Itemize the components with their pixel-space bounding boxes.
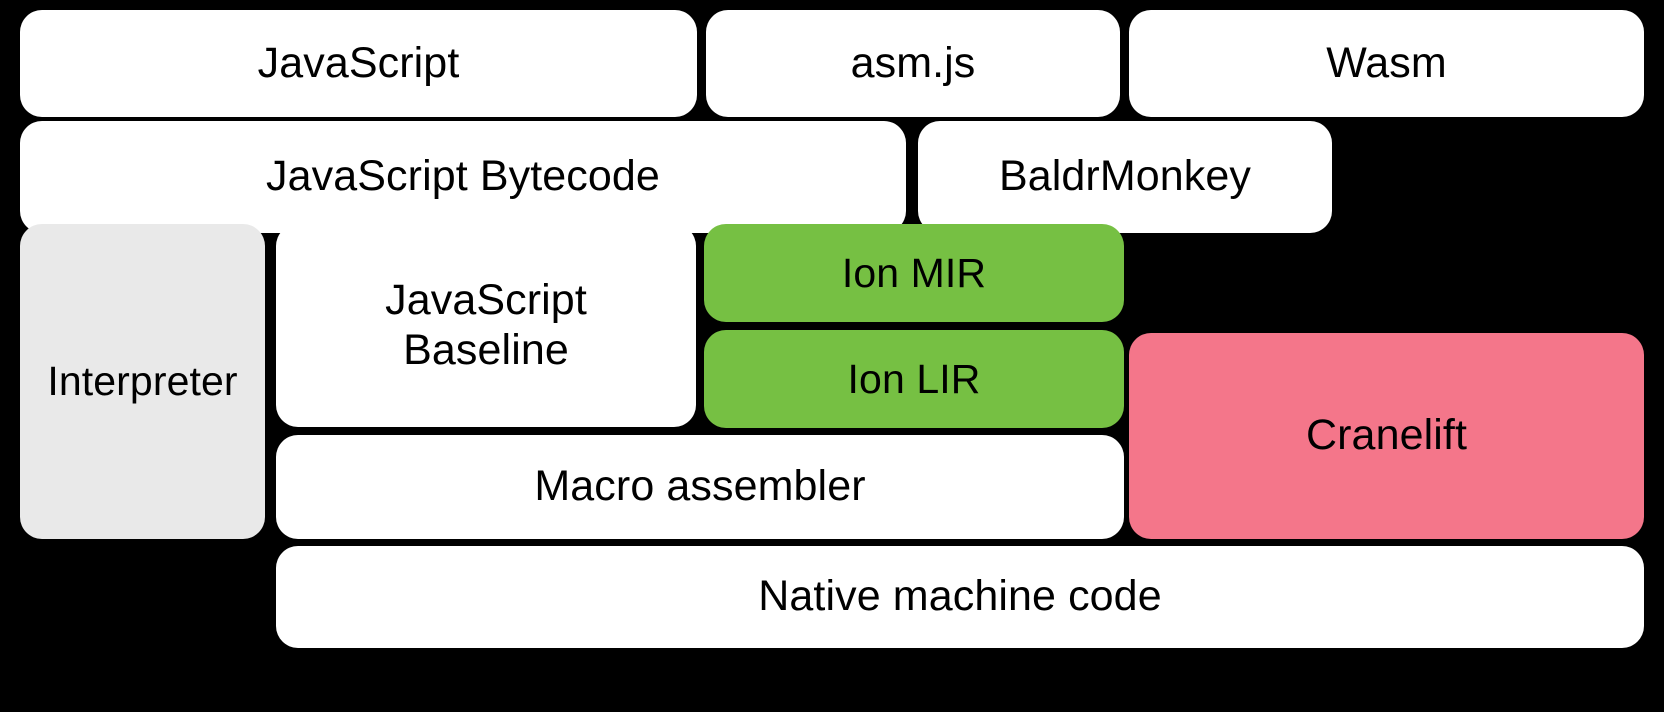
node-native-machine-code-label: Native machine code xyxy=(758,572,1162,621)
node-baldrmonkey[interactable]: BaldrMonkey xyxy=(918,121,1332,233)
node-wasm-label: Wasm xyxy=(1326,38,1447,87)
node-ion-lir[interactable]: Ion LIR xyxy=(704,330,1124,428)
node-cranelift-label: Cranelift xyxy=(1305,411,1468,460)
node-native-machine-code[interactable]: Native machine code xyxy=(276,546,1644,648)
node-interpreter[interactable]: Interpreter xyxy=(20,224,265,539)
node-macro-assembler-label: Macro assembler xyxy=(534,462,866,511)
node-javascript-baseline[interactable]: JavaScript Baseline xyxy=(276,224,696,427)
node-asmjs[interactable]: asm.js xyxy=(706,10,1120,117)
node-baldrmonkey-label: BaldrMonkey xyxy=(998,152,1252,201)
node-javascript-baseline-label: JavaScript Baseline xyxy=(385,276,587,374)
node-ion-lir-label: Ion LIR xyxy=(847,355,981,402)
node-wasm[interactable]: Wasm xyxy=(1129,10,1644,117)
node-cranelift[interactable]: Cranelift xyxy=(1129,333,1644,539)
node-ion-mir[interactable]: Ion MIR xyxy=(704,224,1124,322)
node-interpreter-label: Interpreter xyxy=(47,358,238,405)
node-ion-mir-label: Ion MIR xyxy=(841,249,987,296)
node-javascript-bytecode-label: JavaScript Bytecode xyxy=(266,152,660,201)
node-macro-assembler[interactable]: Macro assembler xyxy=(276,435,1124,539)
node-javascript-label: JavaScript xyxy=(257,38,460,87)
node-javascript[interactable]: JavaScript xyxy=(20,10,697,117)
node-asmjs-label: asm.js xyxy=(850,38,976,87)
node-javascript-bytecode[interactable]: JavaScript Bytecode xyxy=(20,121,906,233)
